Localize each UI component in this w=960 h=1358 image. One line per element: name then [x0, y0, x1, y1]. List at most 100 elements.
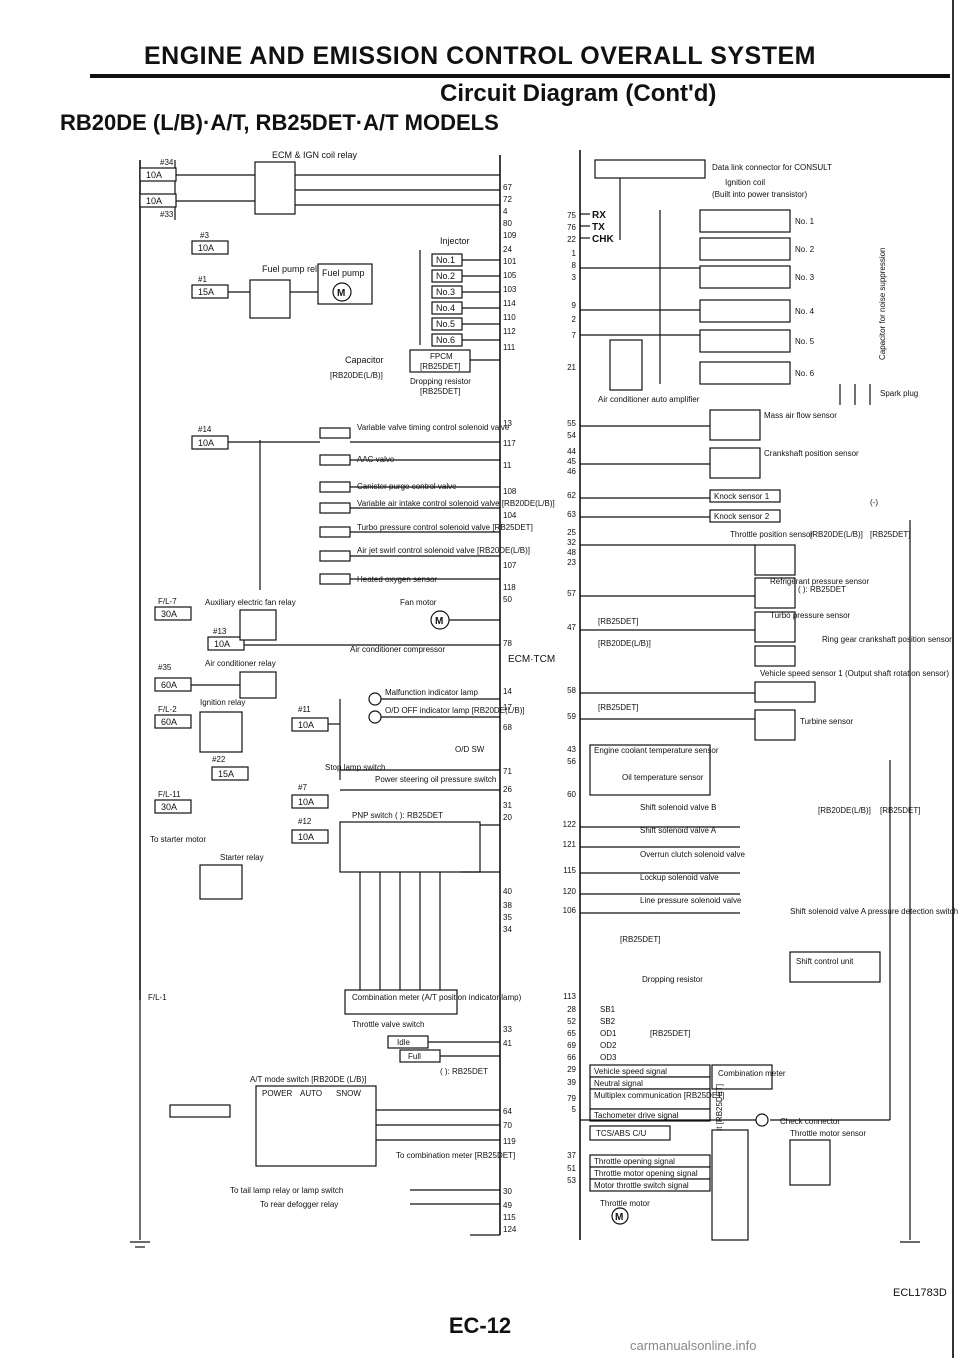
- svg-text:Shift control unit: Shift control unit: [796, 957, 854, 966]
- svg-text:No.2: No.2: [436, 271, 455, 281]
- svg-text:Motor throttle switch signal: Motor throttle switch signal: [594, 1181, 689, 1190]
- svg-text:Spark plug: Spark plug: [880, 389, 918, 398]
- svg-text:Turbine sensor: Turbine sensor: [800, 717, 853, 726]
- svg-text:5: 5: [572, 1105, 577, 1114]
- svg-text:O/D SW: O/D SW: [455, 745, 485, 754]
- svg-text:Stop lamp switch: Stop lamp switch: [325, 763, 385, 772]
- svg-text:120: 120: [563, 887, 577, 896]
- svg-text:45: 45: [567, 457, 576, 466]
- svg-text:[RB25DET]: [RB25DET]: [420, 387, 460, 396]
- ecm-left-pin-numbers: 67 72 4 80 109 24 101 105 103 114 110 11…: [503, 183, 517, 1234]
- svg-text:4: 4: [503, 207, 508, 216]
- relay-label: ECM & IGN coil relay: [272, 150, 358, 160]
- svg-text:71: 71: [503, 767, 512, 776]
- at-mode-switch: A/T mode switch [RB20DE (L/B)] POWER AUT…: [169, 1075, 515, 1209]
- svg-text:54: 54: [567, 431, 576, 440]
- svg-text:121: 121: [563, 840, 577, 849]
- svg-text:55: 55: [567, 419, 576, 428]
- svg-text:Air jet swirl control solenoid: Air jet swirl control solenoid valve [RB…: [357, 546, 530, 555]
- svg-text:Throttle motor: Throttle motor: [600, 1199, 650, 1208]
- svg-text:38: 38: [503, 901, 512, 910]
- svg-text:No.4: No.4: [436, 303, 455, 313]
- ecm-ign-coil-relay: ECM & IGN coil relay: [176, 150, 500, 215]
- svg-text:76: 76: [567, 223, 576, 232]
- svg-text:122: 122: [563, 820, 577, 829]
- page-border-right: [952, 0, 954, 1358]
- svg-text:112: 112: [503, 327, 516, 336]
- svg-text:FPCM: FPCM: [430, 352, 453, 361]
- svg-text:Air conditioner auto amplifier: Air conditioner auto amplifier: [598, 395, 700, 404]
- svg-text:108: 108: [503, 487, 517, 496]
- fuse-column: 10A 10A 10A 15A 10A 30A 10A 60A 60A 30A …: [139, 167, 329, 844]
- svg-text:Neutral signal: Neutral signal: [594, 1079, 643, 1088]
- svg-text:113: 113: [563, 992, 576, 1001]
- svg-text:Ignition relay: Ignition relay: [200, 698, 245, 707]
- svg-text:F/L-7: F/L-7: [158, 597, 177, 606]
- svg-text:Data link connector for CONSUL: Data link connector for CONSULT: [712, 163, 832, 172]
- svg-text:111: 111: [503, 343, 516, 352]
- svg-text:Turbo pressure sensor: Turbo pressure sensor: [770, 611, 851, 620]
- svg-text:39: 39: [567, 1078, 576, 1087]
- svg-text:Crankshaft position sensor: Crankshaft position sensor: [764, 449, 859, 458]
- svg-text:#11: #11: [298, 705, 311, 714]
- svg-text:59: 59: [567, 712, 576, 721]
- svg-text:Dropping resistor: Dropping resistor: [410, 377, 471, 386]
- svg-text:8: 8: [572, 261, 577, 270]
- svg-text:[RB20DE(L/B)]: [RB20DE(L/B)]: [818, 806, 871, 815]
- svg-text:72: 72: [503, 195, 512, 204]
- svg-text:75: 75: [567, 211, 576, 220]
- svg-text:Starter relay: Starter relay: [220, 853, 264, 862]
- svg-text:49: 49: [503, 1201, 512, 1210]
- svg-text:Knock sensor 2: Knock sensor 2: [714, 512, 770, 521]
- svg-text:105: 105: [503, 271, 517, 280]
- svg-text:3: 3: [572, 273, 577, 282]
- fuse-label: 10A: [298, 720, 314, 730]
- svg-text:118: 118: [503, 583, 516, 592]
- svg-text:No. 6: No. 6: [795, 369, 815, 378]
- svg-text:Lockup solenoid valve: Lockup solenoid valve: [640, 873, 719, 882]
- svg-text:#34: #34: [160, 158, 174, 167]
- svg-text:No. 4: No. 4: [795, 307, 815, 316]
- watermark: carmanualsonline.info: [630, 1338, 757, 1353]
- svg-text:70: 70: [503, 1121, 512, 1130]
- svg-text:63: 63: [567, 510, 576, 519]
- svg-text:65: 65: [567, 1029, 576, 1038]
- svg-text:PNP switch ( ): RB25DET: PNP switch ( ): RB25DET: [352, 811, 443, 820]
- svg-text:OD3: OD3: [600, 1053, 617, 1062]
- svg-text:106: 106: [563, 906, 577, 915]
- svg-text:No.6: No.6: [436, 335, 455, 345]
- svg-text:[RB20DE(L/B)]: [RB20DE(L/B)]: [598, 639, 651, 648]
- svg-text:56: 56: [567, 757, 576, 766]
- svg-text:33: 33: [503, 1025, 512, 1034]
- svg-text:POWER: POWER: [262, 1089, 292, 1098]
- svg-text:No. 1: No. 1: [795, 217, 815, 226]
- svg-text:CHK: CHK: [592, 234, 614, 245]
- svg-text:[RB25DET]: [RB25DET]: [420, 362, 460, 371]
- svg-text:Shift solenoid valve A: Shift solenoid valve A: [640, 826, 717, 835]
- fuel-pump-relay: Fuel pump relay Fuel pump M: [228, 263, 373, 319]
- svg-text:13: 13: [503, 419, 512, 428]
- svg-text:No. 3: No. 3: [795, 273, 815, 282]
- svg-text:Air conditioner compressor: Air conditioner compressor: [350, 645, 445, 654]
- svg-text:Capacitor for noise suppressio: Capacitor for noise suppression: [878, 247, 887, 360]
- fusible-link-labels: F/L-7 F/L-2 F/L-11 F/L-1: [148, 597, 181, 1002]
- svg-text:Vehicle speed signal: Vehicle speed signal: [594, 1067, 667, 1076]
- svg-text:14: 14: [503, 687, 512, 696]
- fuse-label: 10A: [298, 832, 314, 842]
- svg-text:53: 53: [567, 1176, 576, 1185]
- svg-text:Auxiliary electric fan relay: Auxiliary electric fan relay: [205, 598, 296, 607]
- svg-text:[RB25DET]: [RB25DET]: [870, 530, 910, 539]
- data-link-connector: Data link connector for CONSULT Ignition…: [594, 159, 832, 240]
- svg-text:Throttle motor sensor: Throttle motor sensor: [790, 1129, 866, 1138]
- svg-text:26: 26: [503, 785, 512, 794]
- left-power-trunk: [130, 160, 176, 1248]
- svg-text:66: 66: [567, 1053, 576, 1062]
- svg-text:30: 30: [503, 1187, 512, 1196]
- svg-text:44: 44: [567, 447, 576, 456]
- svg-text:#33: #33: [160, 210, 174, 219]
- svg-text:2: 2: [572, 315, 577, 324]
- svg-text:TCS/ABS C/U: TCS/ABS C/U: [596, 1129, 646, 1138]
- svg-text:Throttle motor opening signal: Throttle motor opening signal: [594, 1169, 698, 1178]
- svg-text:SNOW: SNOW: [336, 1089, 361, 1098]
